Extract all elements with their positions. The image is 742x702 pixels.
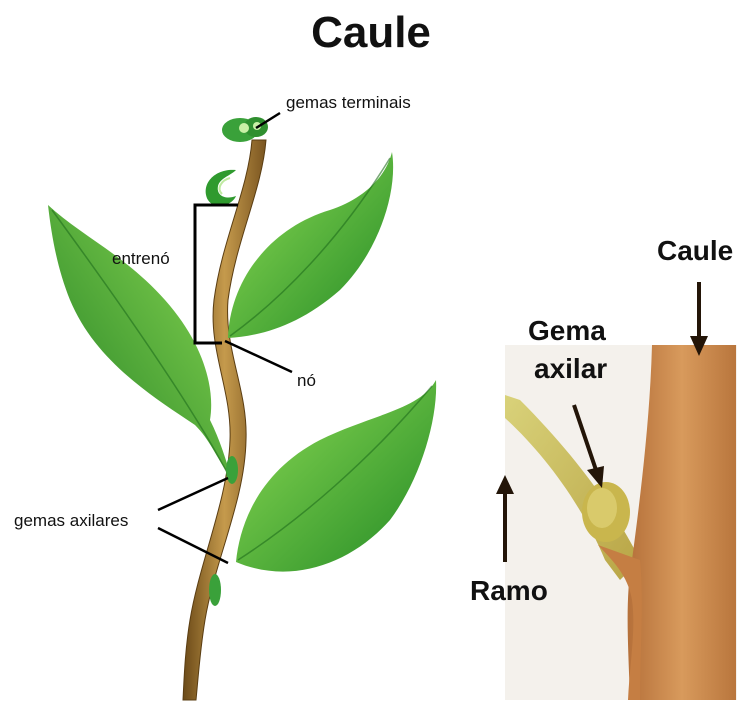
label-axillary-buds: gemas axilares [14, 511, 128, 530]
axillary-bud-pointer-upper [158, 478, 228, 510]
young-curled-leaf [206, 170, 236, 206]
plant-illustration: gemas terminais entrenó nó gemas axilare… [14, 93, 436, 700]
label-axillary-bud-line1: Gema [528, 315, 606, 346]
arrow-stem [690, 282, 708, 356]
stem-photo: Caule Gema axilar Ramo [470, 235, 737, 700]
axillary-bud-lower [209, 574, 221, 606]
label-node: nó [297, 371, 316, 390]
axillary-bud-upper [226, 456, 238, 484]
label-terminal-buds: gemas terminais [286, 93, 411, 112]
label-internode: entrenó [112, 249, 170, 268]
leaf-lower-right [236, 380, 436, 572]
label-stem: Caule [657, 235, 733, 266]
label-branch: Ramo [470, 575, 548, 606]
label-axillary-bud-line2: axilar [534, 353, 607, 384]
terminal-bud [222, 117, 268, 142]
